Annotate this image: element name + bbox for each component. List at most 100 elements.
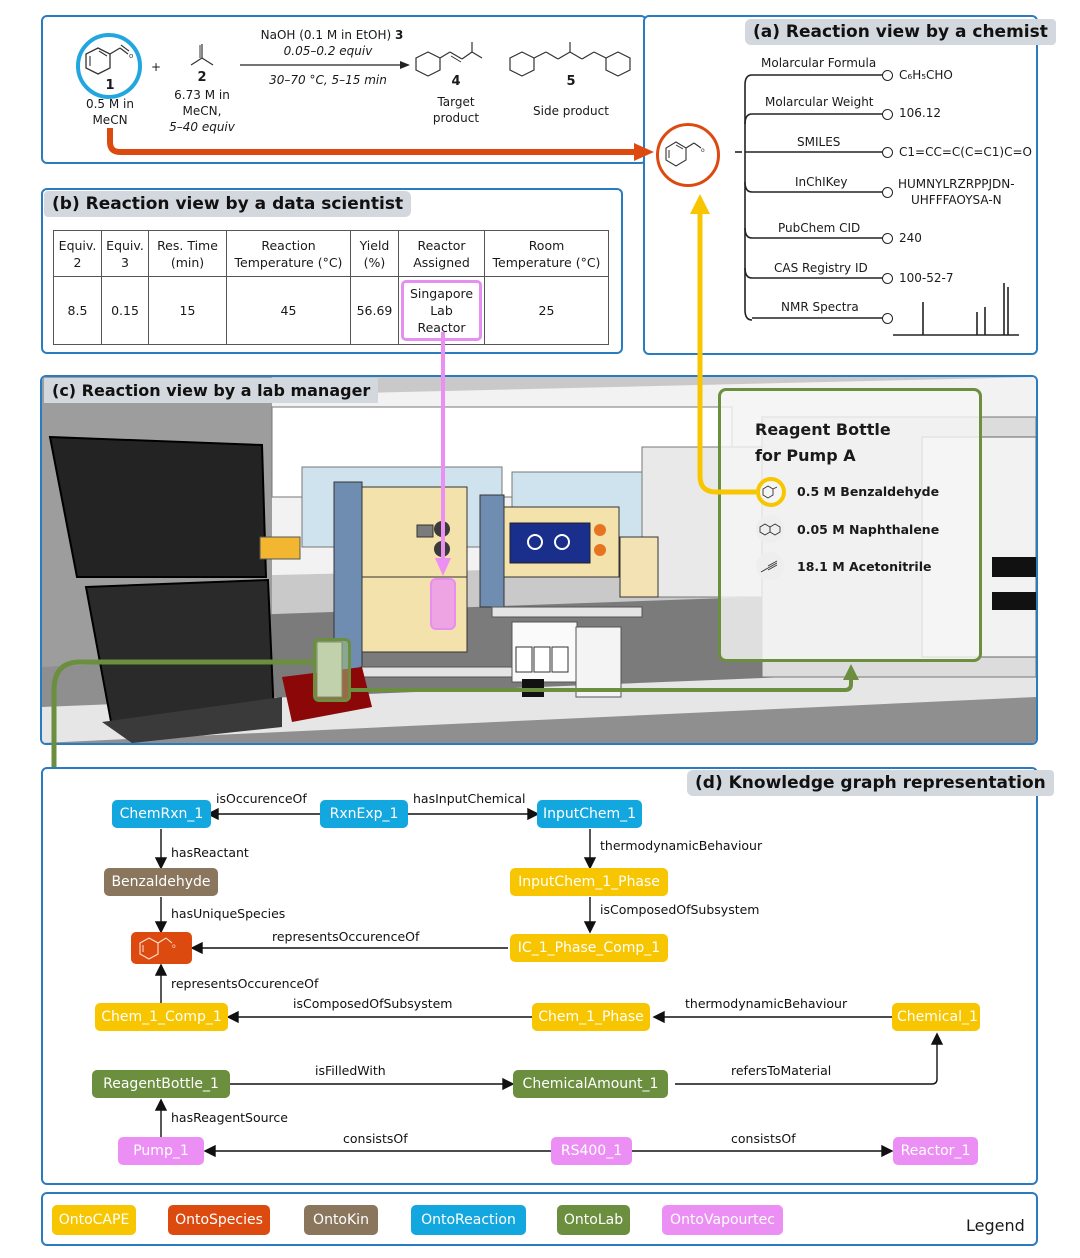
- column-header: Equiv.3: [101, 230, 149, 277]
- legend-item-ontoreaction: OntoReaction: [411, 1205, 526, 1235]
- kg-edge-label: isComposedOfSubsystem: [600, 902, 760, 917]
- property-label: InChIKey: [795, 175, 848, 189]
- legend-item-ontovapourtec: OntoVapourtec: [662, 1205, 783, 1235]
- column-header: Yield(%): [350, 230, 399, 277]
- acetonitrile-structure-icon: [756, 552, 784, 580]
- kg-node-benzaldehyde[interactable]: Benzaldehyde: [104, 868, 218, 896]
- kg-node-pump[interactable]: Pump_1: [118, 1137, 204, 1165]
- product-4-line1: Target: [437, 95, 475, 109]
- table-cell-room-temp: 25: [484, 276, 609, 345]
- reagent-bottle-title-line2: for Pump A: [755, 446, 856, 465]
- benzaldehyde-structure-icon: o: [85, 44, 133, 75]
- kg-edge-label: isComposedOfSubsystem: [293, 996, 453, 1011]
- reactant-2-number: 2: [197, 70, 207, 85]
- reactant-1-highlight: [76, 33, 142, 99]
- property-value: HUMNYLRZRPPJDN-: [898, 177, 1015, 191]
- property-value: 100-52-7: [899, 271, 954, 285]
- knowledge-graph-title: (d) Knowledge graph representation: [687, 770, 1054, 796]
- acetone-structure-icon: [190, 44, 214, 66]
- property-label: PubChem CID: [778, 221, 861, 235]
- reagent-condition: NaOH (0.1 M in EtOH) 3: [248, 28, 416, 43]
- property-label: NMR Spectra: [781, 300, 859, 314]
- property-node: [882, 109, 893, 120]
- reagent-name: NaOH (0.1 M in EtOH): [260, 28, 392, 42]
- kg-node-reagent-bottle[interactable]: ReagentBottle_1: [92, 1070, 230, 1098]
- table-cell-equiv3: 0.15: [101, 276, 149, 345]
- kg-edge-label: thermodynamicBehaviour: [600, 838, 763, 853]
- table-cell-res-time: 15: [148, 276, 227, 345]
- property-node: [882, 233, 893, 244]
- kg-node-chem-comp[interactable]: Chem_1_Comp_1: [95, 1003, 228, 1031]
- table-cell-equiv2: 8.5: [53, 276, 102, 345]
- kg-node-inputchem-phase[interactable]: InputChem_1_Phase: [510, 868, 668, 896]
- kg-node-reactor[interactable]: Reactor_1: [893, 1137, 978, 1165]
- reagent-bottle-title-line1: Reagent Bottle: [755, 420, 891, 439]
- kg-node-chemical-amount[interactable]: ChemicalAmount_1: [513, 1070, 668, 1098]
- kg-node-ic-phase-comp[interactable]: IC_1_Phase_Comp_1: [510, 934, 668, 962]
- property-node: [882, 313, 893, 324]
- reaction-arrow: [240, 61, 410, 69]
- legend-item-ontolab: OntoLab: [557, 1205, 630, 1235]
- product-4-structure-icon: [415, 42, 483, 77]
- kg-edge-label: representsOccurenceOf: [272, 929, 420, 944]
- reagent-number: 3: [395, 28, 404, 42]
- pump-highlight[interactable]: [430, 578, 456, 630]
- table-row: 8.5 0.15 15 45 56.69 Singapore Lab React…: [53, 276, 609, 345]
- nmr-spectrum-icon: [893, 283, 1019, 336]
- bottle-content-label: 0.5 M Benzaldehyde: [797, 484, 940, 499]
- kg-edge-label: isOccurenceOf: [216, 791, 307, 806]
- product-4-number: 4: [451, 74, 461, 89]
- reactor-assigned-highlight[interactable]: Singapore Lab Reactor: [401, 280, 482, 341]
- kg-node-chemrxn[interactable]: ChemRxn_1: [112, 800, 211, 828]
- kg-node-rs400[interactable]: RS400_1: [551, 1137, 632, 1165]
- property-value: C1=CC=C(C=C1)C=O: [899, 145, 1032, 159]
- product-4-line2: product: [432, 111, 480, 125]
- svg-text:o: o: [172, 943, 176, 950]
- property-value: C₆H₅CHO: [899, 68, 953, 82]
- legend-item-ontospecies: OntoSpecies: [168, 1205, 270, 1235]
- kg-node-inputchem[interactable]: InputChem_1: [537, 800, 642, 828]
- naphthalene-structure-icon: [756, 515, 784, 543]
- column-header: Res. Time(min): [148, 230, 227, 277]
- reactant-2-line1: 6.73 M in: [174, 88, 230, 102]
- property-label: Molarcular Formula: [761, 56, 877, 70]
- table-cell-reaction-temp: 45: [226, 276, 351, 345]
- table-cell-reactor[interactable]: Singapore Lab Reactor: [398, 276, 485, 345]
- property-node: [882, 187, 893, 198]
- reaction-temp-time: 30–70 °C, 5–15 min: [269, 73, 387, 87]
- kg-edge-label: thermodynamicBehaviour: [685, 996, 848, 1011]
- kg-node-rxnexp[interactable]: RxnExp_1: [320, 800, 408, 828]
- property-label: Molarcular Weight: [765, 95, 874, 109]
- benzaldehyde-species-circle[interactable]: [656, 123, 720, 187]
- kg-edge-label: consistsOf: [731, 1131, 796, 1146]
- kg-edge-label: hasUniqueSpecies: [171, 906, 286, 921]
- bottle-content-label: 0.05 M Naphthalene: [797, 522, 940, 537]
- kg-edge-label: consistsOf: [343, 1131, 408, 1146]
- product-5-number: 5: [566, 74, 576, 89]
- kg-edge-label: hasReactant: [171, 845, 249, 860]
- kg-node-chem-phase[interactable]: Chem_1_Phase: [532, 1003, 650, 1031]
- plus-sign: +: [150, 60, 162, 74]
- legend-title: Legend: [966, 1216, 1025, 1235]
- product-5-label: Side product: [533, 104, 609, 118]
- reagent-bottle-highlight[interactable]: [313, 638, 351, 702]
- kg-node-benzaldehyde-species[interactable]: o: [131, 932, 192, 964]
- chemist-view-title: (a) Reaction view by a chemist: [745, 19, 1056, 45]
- table-cell-yield: 56.69: [350, 276, 399, 345]
- reagent-equiv: 0.05–0.2 equiv: [283, 44, 373, 58]
- svg-text:o: o: [129, 52, 133, 60]
- data-scientist-title: (b) Reaction view by a data scientist: [44, 191, 412, 217]
- benzaldehyde-structure-icon: [756, 477, 786, 507]
- property-node: [882, 273, 893, 284]
- property-label: SMILES: [797, 135, 841, 149]
- kg-edge-label: hasReagentSource: [171, 1110, 288, 1125]
- kg-edge-label: representsOccurenceOf: [171, 976, 319, 991]
- kg-node-chemical[interactable]: Chemical_1: [892, 1003, 980, 1031]
- reactant-1-conc-line2: MeCN: [92, 113, 128, 127]
- benzaldehyde-species-icon: o: [138, 937, 176, 960]
